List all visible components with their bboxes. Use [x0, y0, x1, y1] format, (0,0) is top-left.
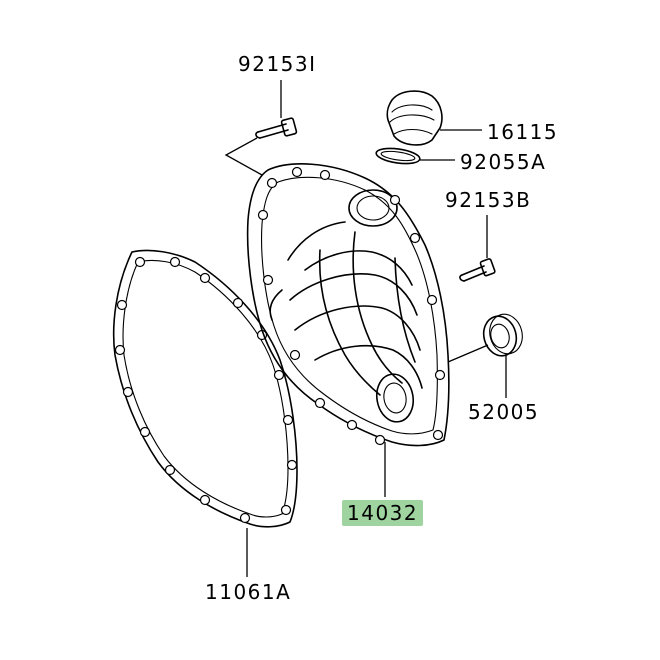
- plug-16115: [386, 90, 443, 146]
- clutch-cover-14032: [246, 163, 450, 447]
- part-number-92153i: 92153I: [238, 52, 317, 76]
- o-ring-92055a: [375, 147, 421, 165]
- part-number-92153b: 92153B: [445, 188, 532, 212]
- part-number-11061a: 11061A: [205, 580, 292, 604]
- part-number-14032-highlighted: 14032: [342, 500, 424, 526]
- part-number-16115: 16115: [487, 120, 559, 144]
- part-number-92055a: 92055A: [460, 150, 547, 174]
- leader-lines: [224, 80, 507, 577]
- bolt-92153b: [459, 258, 496, 282]
- gasket-11061a: [112, 249, 298, 528]
- bolt-92153i: [255, 117, 298, 139]
- oil-seal-52005: [482, 313, 523, 357]
- part-number-52005: 52005: [468, 400, 540, 424]
